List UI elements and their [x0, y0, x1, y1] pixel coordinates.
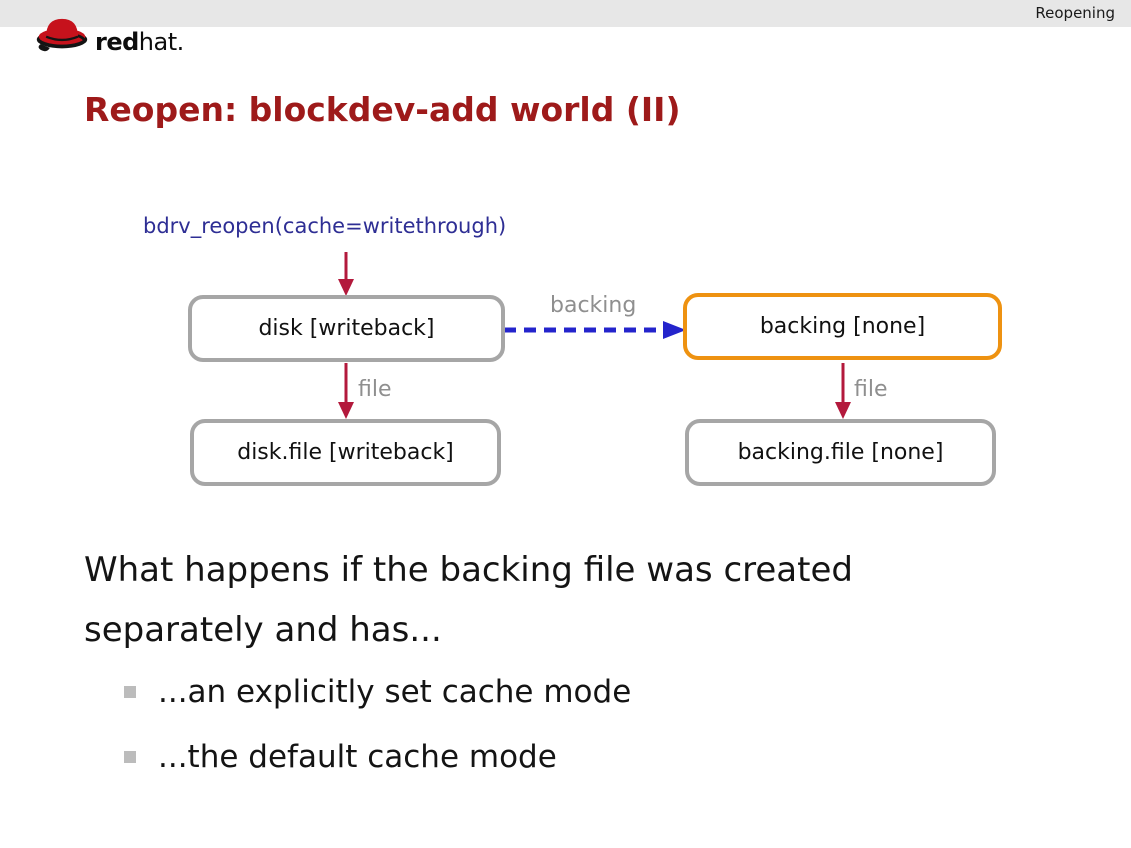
bullet-text-2: ...the default cache mode — [158, 739, 557, 775]
node-backing-file-label: backing.file [none] — [737, 440, 944, 465]
edge-label-file-left: file — [358, 377, 392, 402]
redhat-logo: redhat. — [34, 10, 184, 58]
redhat-wordmark: redhat. — [95, 30, 184, 58]
section-header-bar: Reopening — [0, 0, 1131, 27]
reopen-arrow — [338, 252, 354, 296]
question-text: What happens if the backing file was cre… — [84, 540, 853, 660]
question-line-2: separately and has... — [84, 610, 442, 650]
bullet-square-icon — [124, 751, 136, 763]
node-disk: disk [writeback] — [188, 295, 505, 362]
node-disk-file-label: disk.file [writeback] — [237, 440, 454, 465]
backing-edge — [504, 321, 686, 339]
file-edge-left — [338, 363, 354, 419]
page-title: Reopen: blockdev-add world (II) — [84, 90, 681, 129]
node-backing-label: backing [none] — [759, 314, 926, 339]
edge-label-backing: backing — [550, 293, 637, 318]
question-line-1: What happens if the backing file was cre… — [84, 550, 853, 590]
node-backing: backing [none] — [683, 293, 1002, 360]
bullet-text-1: ...an explicitly set cache mode — [158, 674, 632, 710]
wordmark-red: red — [95, 28, 139, 56]
list-item: ...an explicitly set cache mode — [124, 668, 631, 716]
section-label: Reopening — [1035, 4, 1115, 22]
wordmark-hat: hat. — [138, 28, 184, 56]
node-disk-label: disk [writeback] — [258, 316, 435, 341]
bdrv-reopen-call-label: bdrv_reopen(cache=writethrough) — [143, 214, 507, 238]
bullet-square-icon — [124, 686, 136, 698]
edge-label-file-right: file — [854, 377, 888, 402]
node-disk-file: disk.file [writeback] — [190, 419, 501, 486]
bullet-list: ...an explicitly set cache mode ...the d… — [124, 668, 631, 798]
fedora-hat-icon — [34, 10, 90, 58]
node-backing-file: backing.file [none] — [685, 419, 996, 486]
file-edge-right — [835, 363, 851, 419]
list-item: ...the default cache mode — [124, 733, 631, 781]
